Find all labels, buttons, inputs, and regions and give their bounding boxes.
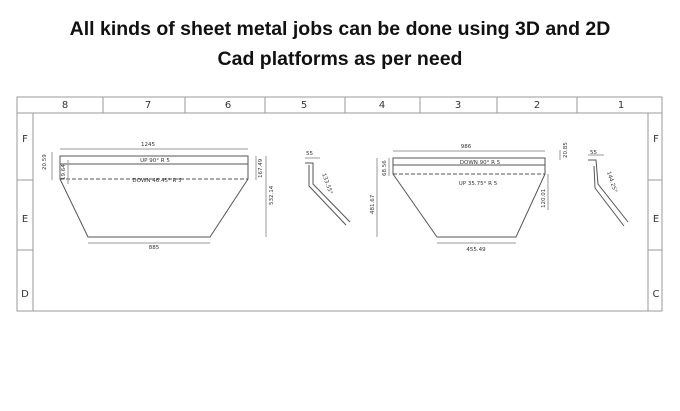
column-label: 6 [225, 100, 231, 111]
right-profile-bend [588, 159, 629, 223]
heading-line-1: All kinds of sheet metal jobs can be don… [69, 18, 611, 40]
right-bend-top-note: DOWN 90° R 5 [460, 160, 501, 166]
left-flat-pattern [51, 148, 267, 244]
left-bend-mid-note: DOWN 46.45° R 5 [132, 178, 182, 184]
left-top-width: 1245 [141, 142, 155, 148]
column-label: 3 [455, 100, 461, 111]
frame-border [16, 96, 663, 312]
left-bend-top-note: UP 90° R 5 [140, 158, 170, 164]
right-height-1: 167.49 [258, 158, 264, 178]
row-label: E [22, 214, 28, 225]
right-height-2: 532.14 [269, 185, 275, 205]
row-label: D [21, 289, 29, 300]
drawing-frame [16, 96, 663, 312]
row-label: C [653, 289, 660, 300]
left-flange-dim: 19.64 [61, 164, 67, 180]
right-side-flange: 55 [590, 150, 597, 156]
right-flange-dim: 68.56 [382, 160, 388, 176]
row-label: F [22, 134, 28, 145]
left-side-profile [305, 157, 351, 226]
right-profile-inner [593, 165, 625, 227]
right-side-angle: 144.25° [605, 171, 618, 194]
column-label: 8 [62, 100, 68, 111]
right-bend-mid-note: UP 35.75° R 5 [459, 181, 498, 187]
left-outline [59, 155, 249, 238]
right-height-1: 20.85 [563, 142, 569, 158]
row-label: E [653, 214, 659, 225]
page-heading: All kinds of sheet metal jobs can be don… [0, 14, 680, 74]
column-label: 5 [301, 100, 307, 111]
column-label: 4 [379, 100, 385, 111]
right-height-2: 120.01 [541, 189, 547, 208]
row-label: F [653, 134, 659, 145]
right-side-profile [588, 154, 629, 227]
left-side-angle: 133.55° [320, 173, 333, 196]
left-profile-inner [308, 165, 347, 226]
heading-line-2: Cad platforms as per need [217, 48, 463, 70]
left-profile-bend [305, 162, 351, 223]
column-label: 7 [145, 100, 151, 111]
left-overall-dim: 20.59 [42, 154, 48, 170]
right-bottom-width: 455.49 [466, 247, 486, 253]
right-outline [392, 157, 546, 238]
left-bottom-width: 885 [149, 245, 160, 251]
column-label: 1 [618, 100, 624, 111]
column-label: 2 [534, 100, 540, 111]
left-side-flange: 55 [306, 151, 313, 157]
right-overall-dim: 481.67 [370, 194, 376, 214]
right-flat-pattern [376, 150, 561, 244]
right-top-width: 986 [461, 144, 472, 150]
